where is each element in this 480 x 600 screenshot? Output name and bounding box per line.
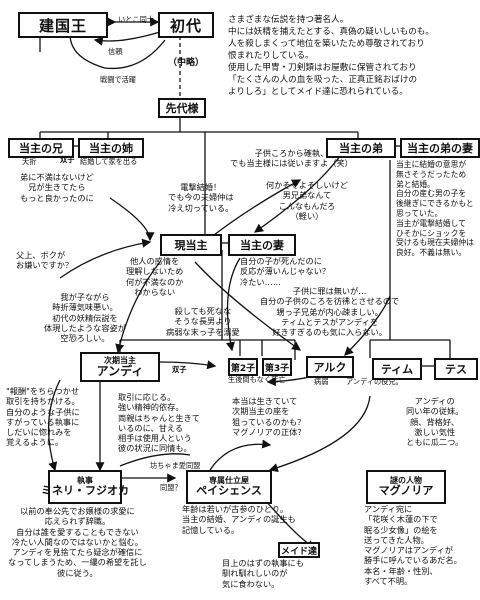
text-shodai-desc: さまざまな伝説を持つ著名人。 中には妖精を捕えたとする、真偽の疑いしいものも。 … — [228, 15, 434, 97]
node-dai2shi: 第2子 — [228, 358, 258, 376]
text-patience-desc: 年齢は若いが古参のひとり。 当主の結婚、アンディの誕生も 記憶している。 — [182, 504, 296, 535]
node-label: 当主の兄 — [19, 142, 63, 155]
text-tim-tess-desc: アンディの 同い年の従妹。 顔、背格好、 激しい気性 ともに瓜二つ。 — [406, 396, 464, 448]
node-toushu-tsuma: 当主の妻 — [228, 234, 296, 256]
text-honto: 本当は生きていて 次期当主の座を 狙っているのかも？ マグノリアの正体？ — [232, 396, 306, 437]
node-kenkokuou: 建国王 — [18, 12, 108, 38]
node-tim: ティム — [372, 358, 422, 380]
node-sublabel: 謎の人物 — [390, 476, 422, 486]
node-label: 当主の妻 — [240, 239, 284, 252]
node-andy-content: 次期当主 アンディ — [96, 355, 144, 378]
label-bocchan: 坊ちゃま愛同盟 — [150, 461, 201, 470]
node-label: 第3子 — [264, 363, 290, 374]
text-koroshitemo: 殺しても死なな そうな長男より 病弱な末っ子を溺愛 — [166, 306, 240, 337]
node-sublabel: 専属仕立屋 — [209, 476, 249, 486]
node-dai3shi: 第3子 — [262, 358, 292, 376]
node-label: 当主の弟の妻 — [407, 142, 473, 155]
label-byoujaku: 病弱 — [314, 377, 329, 386]
node-patience-content: 専属仕立屋 ペイシェンス — [196, 476, 262, 498]
node-tess: テス — [434, 358, 478, 380]
node-label: 建国王 — [38, 16, 87, 35]
label-itokodoushi: いとこ同士 — [118, 15, 154, 24]
node-sublabel: 執事 — [77, 476, 93, 486]
text-otouto-tsuma-desc: 当主に結婚の意思が 無さそうだったため 弟と結婚。 自分の産む男の子を 後継ぎに… — [396, 160, 474, 258]
label-shinrai: 信頼 — [108, 47, 123, 56]
label-sensou: 戦闘で活躍 — [100, 75, 136, 84]
node-label: マグノリア — [378, 484, 434, 498]
text-kodomo: 子供に罪は無いが… 自分の子供のころを彷彿とさせるので 甥っ子兄弟が内心疎ましい… — [260, 286, 400, 338]
text-tsuma-desc: 自分の子が死んだのに 反応が薄いんじゃない？ 冷たい…… — [240, 256, 331, 287]
node-label: 当主の姉 — [89, 142, 133, 155]
node-label: ミネリ・フジオカ — [41, 484, 129, 498]
node-label: 第2子 — [230, 363, 256, 374]
node-label: メイド達 — [280, 546, 317, 557]
text-torihiki: 取引に応じる。 強い精神的依存。 両親はちゃんと生きて いるのに、甘える 相手は… — [118, 392, 200, 454]
label-futago-1: 双子 — [60, 155, 75, 164]
node-label: 現当主 — [174, 239, 208, 252]
text-chichiue: 父上、ボクが お嫌いですか？ — [16, 250, 74, 271]
text-houshuu: "報酬"をちらつかせ 取引を持ちかける。 自分のような子供に すがっている執事に… — [6, 386, 80, 448]
label-tensei: 夭折 — [22, 157, 37, 166]
label-futago-2: 双子 — [172, 365, 187, 374]
text-gentoushu-desc: 他人の感情を 理解しないため 何が不満なのか わからない — [126, 256, 184, 297]
text-magnolia-desc: アンディ宛に 「花咲く木蓮の下で 眠る少女像」の絵を 送ってきた人物。 マグノリ… — [364, 504, 462, 587]
node-toushu-ane: 当主の姉 — [78, 138, 144, 158]
node-toushu-otouto-tsuma: 当主の弟の妻 — [400, 138, 480, 158]
label-chuuryaku: （中略） — [168, 58, 205, 68]
node-senndaisama: 先代様 — [158, 98, 206, 118]
text-otouto-quote2: 何かそそよそしいけど 男兄弟なんて こんなもんだろ （軽い） — [266, 180, 348, 221]
node-label: 当主の弟 — [339, 142, 383, 155]
label-seigo: 生後間もなく死亡 — [228, 375, 286, 384]
node-label: 初代 — [169, 16, 202, 35]
node-aruku: アルク — [306, 356, 354, 378]
node-label: アルク — [313, 361, 347, 374]
node-label: テス — [445, 363, 467, 376]
text-maid-desc: 目上のはずの執事にも 馴れ馴れしいのが 気に食わない。 — [222, 558, 304, 589]
node-label: アンディ — [96, 363, 144, 378]
node-toushu-otouto: 当主の弟 — [326, 138, 396, 158]
node-toushu-ani: 当主の兄 — [8, 138, 74, 158]
node-shodai: 初代 — [158, 12, 214, 38]
text-denwa: 電撃結婚！ でも今の夫婦仲は 冷え切っている。 — [168, 182, 234, 213]
node-label: ティム — [380, 363, 414, 376]
node-patience: 専属仕立屋 ペイシェンス — [186, 470, 272, 504]
node-mineri-content: 執事 ミネリ・フジオカ — [41, 476, 129, 498]
node-magnolia: 謎の人物 マグノリア — [366, 470, 446, 504]
node-label: ペイシェンス — [196, 484, 262, 498]
node-gentoushu: 現当主 — [160, 234, 222, 256]
node-magnolia-content: 謎の人物 マグノリア — [378, 476, 434, 498]
label-dokyuusei: アンディの役兄。 — [346, 377, 403, 386]
node-mineri: 執事 ミネリ・フジオカ — [41, 470, 129, 504]
text-ani-desc: 弟に不満はないけど 兄が生きてたら もっと良かったのに — [20, 172, 94, 203]
text-andy-ref: 我が子ながら 時折薄気味悪い。 初代の妖精伝説を 体現したような容姿が 空恐ろし… — [44, 292, 126, 344]
label-doumei: 同盟？ — [160, 483, 182, 492]
node-sublabel: 次期当主 — [104, 355, 136, 365]
text-mineri-desc: 以前の奉公先でお嬢様の求愛に 応えられず辞職。 自分は誰を愛することもできない … — [8, 506, 147, 578]
node-andy: 次期当主 アンディ — [80, 352, 160, 382]
label-kekkon: 結婚して家を出る — [80, 157, 138, 166]
node-maid: メイド達 — [278, 542, 320, 558]
node-label: 先代様 — [165, 102, 199, 115]
text-otouto-quote: 子供ころから確執、 でも当主様には従いますよ（笑） — [230, 148, 353, 169]
